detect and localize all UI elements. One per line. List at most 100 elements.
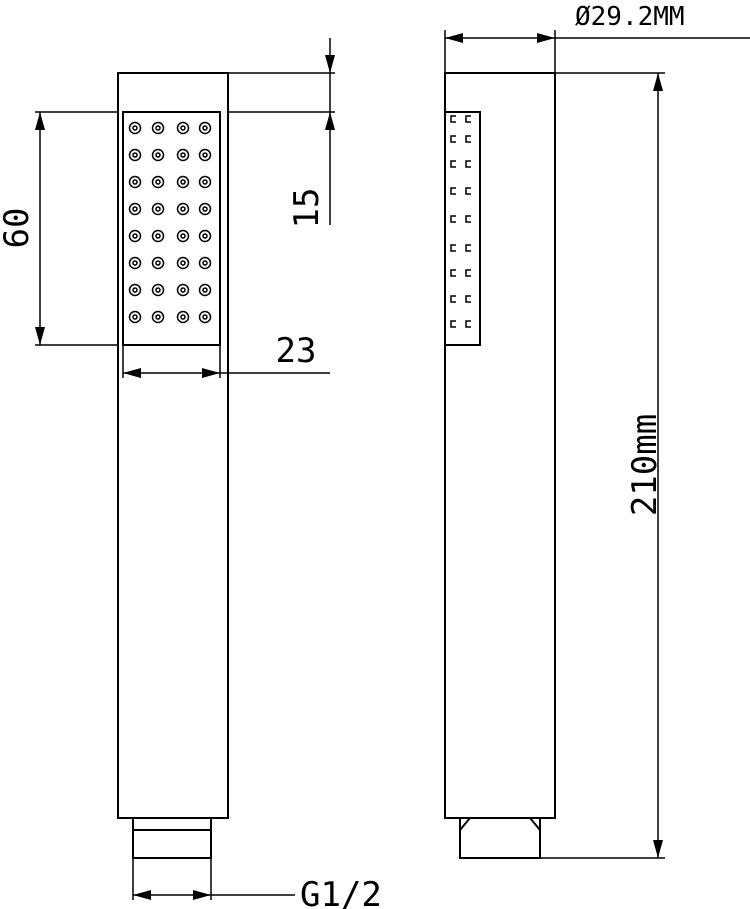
front-nozzle-hole: [132, 152, 138, 158]
front-nozzle-hole: [202, 260, 208, 266]
front-nozzle: [176, 148, 190, 162]
front-nozzle: [198, 148, 212, 162]
front-nozzle: [198, 283, 212, 297]
front-nozzle: [151, 283, 165, 297]
front-nozzle: [176, 202, 190, 216]
front-nozzle-hole: [180, 125, 186, 131]
front-nozzle-hole: [155, 287, 161, 293]
front-nozzle-hole: [155, 179, 161, 185]
front-nozzle-hole: [132, 206, 138, 212]
front-nozzle-hole: [155, 233, 161, 239]
front-nozzle: [151, 310, 165, 324]
side-nozzle: [450, 135, 456, 143]
front-view: [117, 72, 229, 859]
front-nozzle: [128, 256, 142, 270]
total-length-label: 210mm: [625, 414, 665, 516]
front-nozzle: [176, 283, 190, 297]
front-nozzle-hole: [155, 260, 161, 266]
front-nozzle: [198, 229, 212, 243]
front-nozzle-hole: [132, 260, 138, 266]
front-nozzle: [128, 229, 142, 243]
front-nozzle: [128, 148, 142, 162]
front-nozzle-hole: [155, 314, 161, 320]
front-nozzle: [198, 310, 212, 324]
side-nozzle: [465, 295, 471, 303]
side-nozzle: [465, 160, 471, 168]
front-nozzle: [128, 202, 142, 216]
side-nozzle: [450, 295, 456, 303]
side-view: [444, 72, 556, 859]
side-nozzle: [465, 269, 471, 277]
side-connector: [459, 817, 541, 859]
front-nozzle-hole: [202, 179, 208, 185]
side-nozzle: [465, 187, 471, 195]
side-nozzle-grid: [450, 115, 471, 328]
side-nozzle: [450, 244, 456, 252]
side-nozzle: [450, 187, 456, 195]
front-nozzle-hole: [202, 206, 208, 212]
front-nozzle-hole: [132, 287, 138, 293]
side-handle-body: [444, 72, 556, 819]
side-nozzle: [450, 115, 456, 123]
head-length-label: 60: [0, 208, 37, 249]
front-nozzle: [176, 229, 190, 243]
front-nozzle: [151, 175, 165, 189]
connector-thread-label: G1/2: [300, 875, 382, 909]
dim-connector-thread: G1/2: [132, 858, 382, 909]
front-nozzle-hole: [180, 152, 186, 158]
dim-diameter: Ø29.2MM: [444, 2, 750, 73]
front-connector: [132, 817, 212, 859]
front-nozzle-hole: [202, 233, 208, 239]
front-nozzle: [151, 229, 165, 243]
diameter-label: Ø29.2MM: [575, 2, 685, 32]
front-nozzle-hole: [155, 206, 161, 212]
side-nozzle: [450, 160, 456, 168]
front-nozzle-grid: [128, 121, 212, 324]
front-nozzle-hole: [180, 287, 186, 293]
side-nozzle: [450, 269, 456, 277]
side-nozzle: [450, 215, 456, 223]
dim-head-width: 23: [122, 331, 330, 378]
front-nozzle-hole: [202, 125, 208, 131]
front-nozzle-hole: [180, 179, 186, 185]
front-nozzle: [198, 121, 212, 135]
front-nozzle: [198, 256, 212, 270]
front-nozzle: [176, 121, 190, 135]
front-head-plate: [122, 111, 221, 346]
front-nozzle: [151, 256, 165, 270]
front-nozzle: [176, 256, 190, 270]
front-nozzle-hole: [180, 314, 186, 320]
front-nozzle: [128, 175, 142, 189]
front-nozzle-hole: [180, 233, 186, 239]
side-nozzle: [465, 320, 471, 328]
front-nozzle-hole: [132, 233, 138, 239]
side-nozzle: [465, 215, 471, 223]
front-nozzle: [198, 175, 212, 189]
side-nozzle: [465, 115, 471, 123]
front-nozzle: [128, 310, 142, 324]
front-nozzle-hole: [132, 314, 138, 320]
front-nozzle-hole: [132, 125, 138, 131]
dim-head-offset: 15: [228, 38, 335, 228]
front-handle-body: [117, 72, 229, 819]
side-head-profile: [444, 111, 481, 346]
front-nozzle-hole: [132, 179, 138, 185]
side-nozzle: [465, 135, 471, 143]
front-nozzle-hole: [180, 206, 186, 212]
side-nozzle: [450, 320, 456, 328]
front-nozzle-hole: [202, 287, 208, 293]
front-nozzle: [176, 175, 190, 189]
head-width-label: 23: [276, 331, 317, 371]
side-nozzle: [465, 244, 471, 252]
front-nozzle: [198, 202, 212, 216]
head-offset-label: 15: [287, 188, 327, 229]
front-nozzle-hole: [155, 125, 161, 131]
front-nozzle: [176, 310, 190, 324]
front-nozzle-hole: [180, 260, 186, 266]
front-nozzle: [128, 121, 142, 135]
front-nozzle: [151, 121, 165, 135]
front-nozzle-hole: [202, 314, 208, 320]
front-nozzle: [151, 148, 165, 162]
front-nozzle: [151, 202, 165, 216]
